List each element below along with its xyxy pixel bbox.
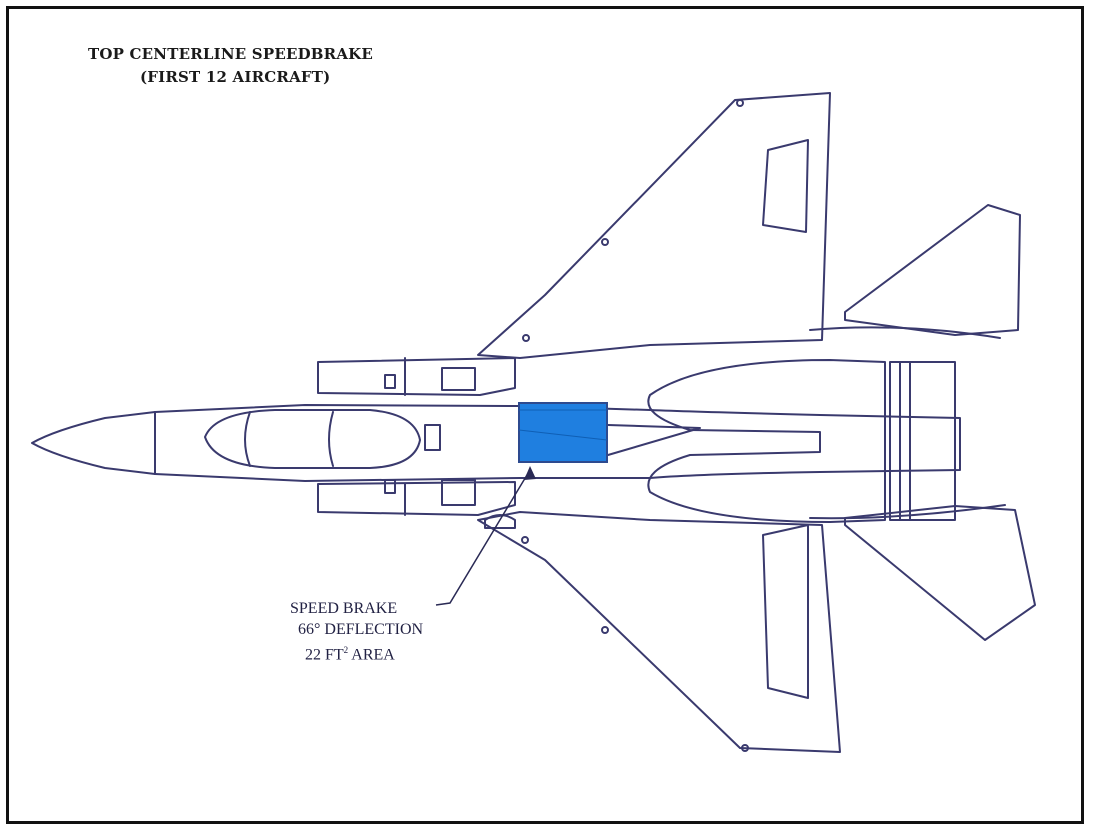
callout-arrowhead [524, 466, 536, 480]
speed-brake-panel [518, 402, 608, 463]
callout-area-value: 22 FT [305, 646, 344, 664]
callout-speed-brake: SPEED BRAKE [290, 600, 398, 617]
aft-fuselage [519, 405, 961, 479]
lower-wing [477, 511, 841, 753]
diagram-subtitle: (FIRST 12 AIRCRAFT) [140, 68, 331, 86]
canopy [204, 409, 421, 469]
upper-wing [477, 92, 831, 359]
diagram-title: TOP CENTERLINE SPEEDBRAKE [88, 45, 374, 63]
nose-cone [31, 411, 156, 475]
forward-fuselage [154, 404, 521, 482]
callout-leader-line [435, 469, 531, 606]
callout-deflection: 66° DEFLECTION [298, 621, 424, 638]
lower-stabilizer [844, 505, 1036, 641]
upper-stabilizer [844, 204, 1021, 336]
lower-intake [317, 481, 516, 516]
upper-flap [762, 139, 809, 233]
callout-area-suffix: AREA [348, 646, 395, 664]
lower-flap [762, 524, 809, 699]
callout-area-exponent: 2 [343, 645, 349, 655]
upper-intake [317, 357, 516, 396]
callout-area: 22 FT2 AREA [305, 640, 395, 665]
